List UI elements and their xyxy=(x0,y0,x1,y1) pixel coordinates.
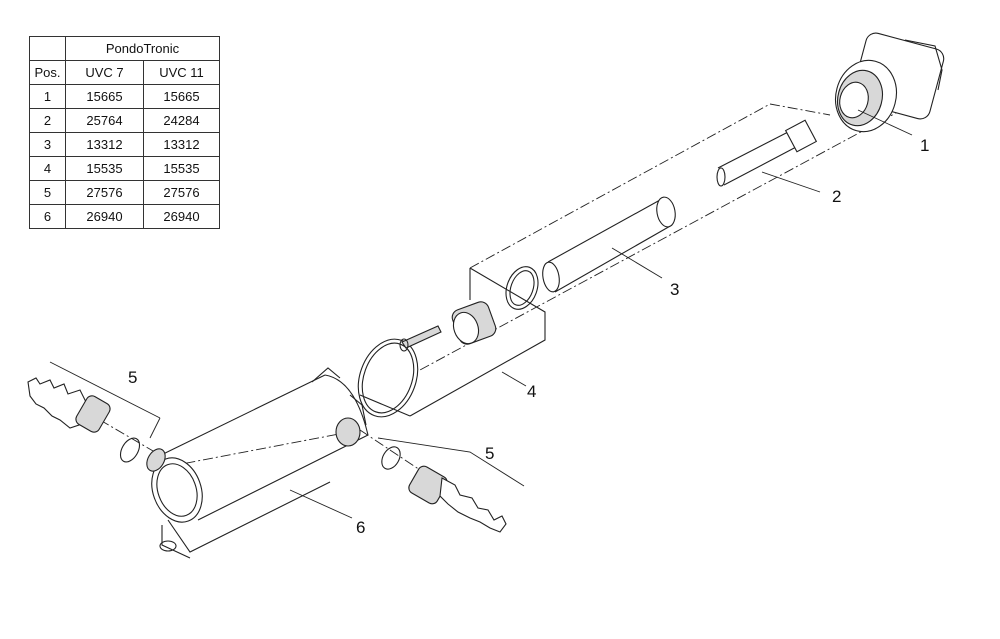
uvc7-cell: 25764 xyxy=(65,108,144,133)
table-row: 1 15665 15665 xyxy=(29,84,220,109)
table-row: 3 13312 13312 xyxy=(29,132,220,157)
uvc7-cell: 15665 xyxy=(65,84,144,109)
assembly-axis-lines xyxy=(99,99,921,471)
uvc11-cell: 24284 xyxy=(143,108,220,133)
uvc7-cell: 26940 xyxy=(65,204,144,229)
pos-cell: 2 xyxy=(29,108,66,133)
callout-label-4: 4 xyxy=(527,382,537,401)
table-brand-row: PondoTronic xyxy=(29,36,220,61)
callout-label-1: 1 xyxy=(920,136,930,155)
part-2-uv-lamp xyxy=(716,119,818,187)
uvc11-cell: 15535 xyxy=(143,156,220,181)
table-row: 2 25764 24284 xyxy=(29,108,220,133)
part-5-left-hose-nozzle xyxy=(27,377,166,472)
pos-cell: 4 xyxy=(29,156,66,181)
uvc7-cell: 13312 xyxy=(65,132,144,157)
part-4-seals-and-nut xyxy=(357,266,539,418)
part-1-lamp-head xyxy=(835,32,945,133)
uvc11-cell: 15665 xyxy=(143,84,220,109)
uvc7-cell: 15535 xyxy=(65,156,144,181)
parts-table: PondoTronic Pos. UVC 7 UVC 11 1 15665 15… xyxy=(29,36,220,229)
column-header-pos: Pos. xyxy=(29,60,66,85)
column-header-uvc7: UVC 7 xyxy=(65,60,144,85)
pos-cell: 3 xyxy=(29,132,66,157)
uvc7-cell: 27576 xyxy=(65,180,144,205)
part-3-quartz-sleeve xyxy=(542,196,676,293)
brand-header: PondoTronic xyxy=(65,36,220,61)
callout-label-5-left: 5 xyxy=(128,368,138,387)
uvc11-cell: 26940 xyxy=(143,204,220,229)
column-header-uvc11: UVC 11 xyxy=(143,60,220,85)
uvc11-cell: 27576 xyxy=(143,180,220,205)
part-6-uv-tube-body xyxy=(151,367,369,559)
table-empty-cell xyxy=(29,36,66,61)
table-header-row: Pos. UVC 7 UVC 11 xyxy=(29,60,220,85)
callout-label-2: 2 xyxy=(832,187,842,206)
callout-label-5-right: 5 xyxy=(485,444,495,463)
table-row: 4 15535 15535 xyxy=(29,156,220,181)
callout-label-6: 6 xyxy=(356,518,366,537)
part-5-right-hose-nozzle xyxy=(335,417,507,533)
uvc11-cell: 13312 xyxy=(143,132,220,157)
pos-cell: 5 xyxy=(29,180,66,205)
callout-label-3: 3 xyxy=(670,280,680,299)
part-4-housing-frame xyxy=(359,267,546,417)
callout-leader-lines xyxy=(49,109,913,519)
table-row: 6 26940 26940 xyxy=(29,204,220,229)
pos-cell: 1 xyxy=(29,84,66,109)
pos-cell: 6 xyxy=(29,204,66,229)
table-row: 5 27576 27576 xyxy=(29,180,220,205)
